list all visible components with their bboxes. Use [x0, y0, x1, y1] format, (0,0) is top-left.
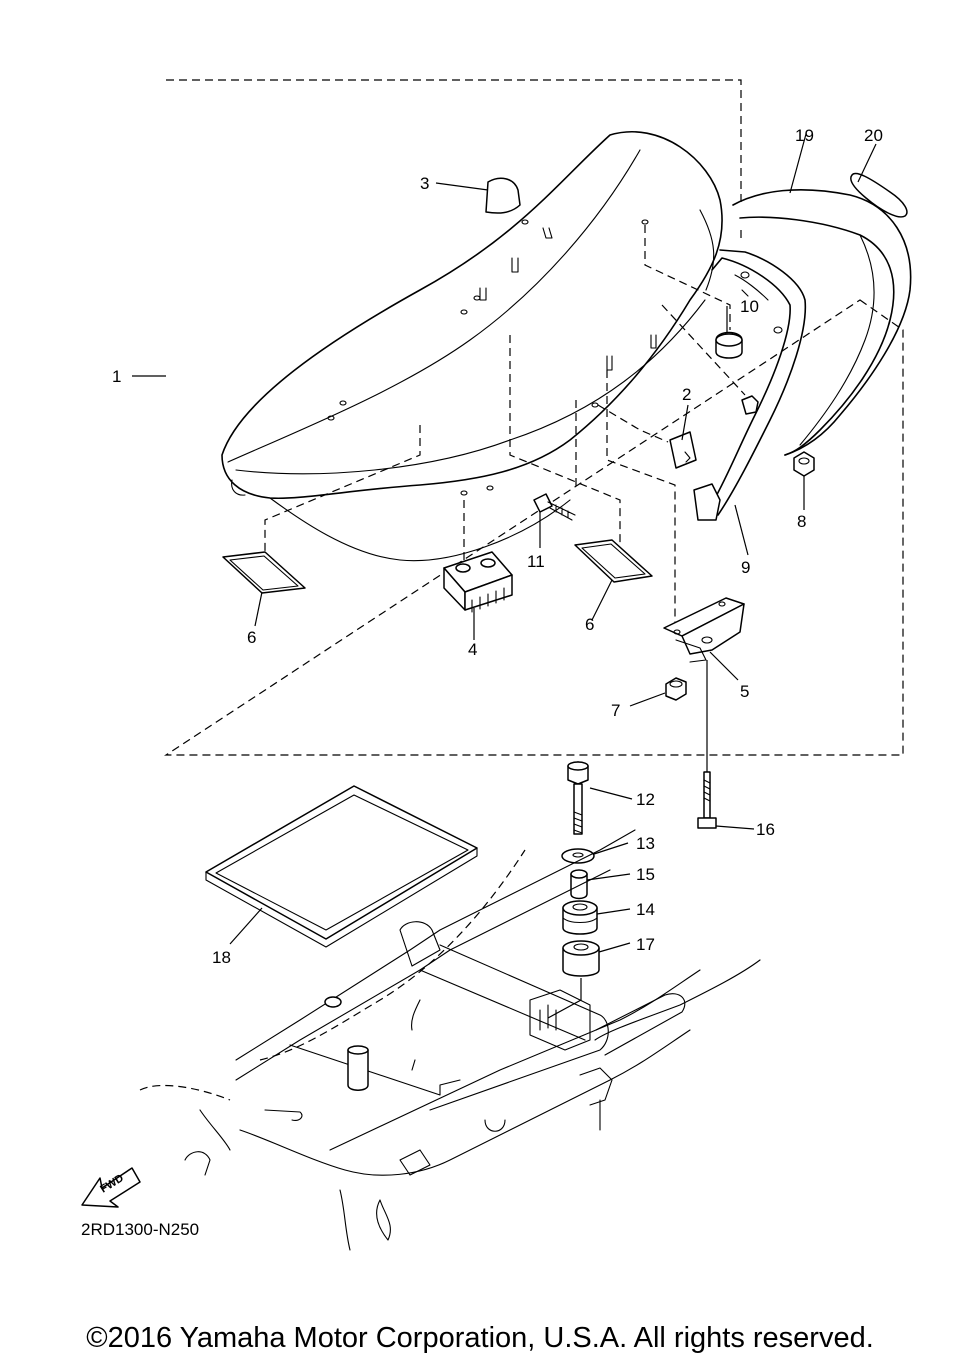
callout-17: 17	[636, 935, 655, 954]
callout-4: 4	[468, 640, 477, 659]
callout-leaders	[132, 133, 877, 953]
callout-12: 12	[636, 790, 655, 809]
callout-1: 1	[112, 367, 121, 386]
callout-numbers: 1 2 3 4 5 6 6 7 8 9 10 11 12 13 14 15 16…	[112, 126, 883, 967]
nut-part-7[interactable]	[665, 677, 687, 701]
nut-on-base	[741, 395, 759, 415]
diagram-code: 2RD1300-N250	[81, 1220, 199, 1239]
callout-8: 8	[797, 512, 806, 531]
callout-20: 20	[864, 126, 883, 145]
callout-9: 9	[741, 558, 750, 577]
callout-15: 15	[636, 865, 655, 884]
collar-part-15[interactable]	[570, 869, 588, 900]
callout-13: 13	[636, 834, 655, 853]
bolt-part-12[interactable]	[567, 761, 589, 835]
frame-partial	[139, 829, 761, 1251]
damper-part-17[interactable]	[562, 940, 600, 977]
pad-part-6-right[interactable]	[574, 539, 653, 583]
callout-2: 2	[682, 385, 691, 404]
tape-part-3[interactable]	[485, 177, 521, 214]
grommet-part-14[interactable]	[562, 900, 598, 935]
seat-part-1[interactable]	[221, 130, 746, 628]
callout-18: 18	[212, 948, 231, 967]
emblem-part-20[interactable]	[850, 172, 908, 218]
callout-14: 14	[636, 900, 655, 919]
pad-part-6-left[interactable]	[222, 551, 306, 594]
callout-6-left: 6	[247, 628, 256, 647]
damper-part-10[interactable]	[715, 331, 743, 359]
callout-7: 7	[611, 701, 620, 720]
bolt-part-16[interactable]	[697, 660, 717, 829]
callout-19: 19	[795, 126, 814, 145]
forward-arrow-icon: FWD	[81, 1167, 141, 1208]
washer-part-13[interactable]	[561, 848, 595, 864]
callout-5: 5	[740, 682, 749, 701]
bracket-part-5[interactable]	[663, 597, 745, 663]
nut-part-8[interactable]	[793, 451, 815, 477]
callout-10: 10	[740, 297, 759, 316]
callout-16: 16	[756, 820, 775, 839]
bolt-part-11[interactable]	[533, 493, 576, 521]
manual-part-18[interactable]	[205, 785, 478, 948]
damper-part-4[interactable]	[443, 551, 513, 613]
copyright-notice: ©2016 Yamaha Motor Corporation, U.S.A. A…	[86, 1322, 874, 1354]
assembly-boundary	[163, 79, 904, 756]
callout-11: 11	[527, 552, 545, 571]
callout-3: 3	[420, 174, 429, 193]
seat-base-part-9[interactable]	[693, 249, 807, 521]
tail-cowl-part-19[interactable]	[732, 189, 912, 456]
callout-6-right: 6	[585, 615, 594, 634]
